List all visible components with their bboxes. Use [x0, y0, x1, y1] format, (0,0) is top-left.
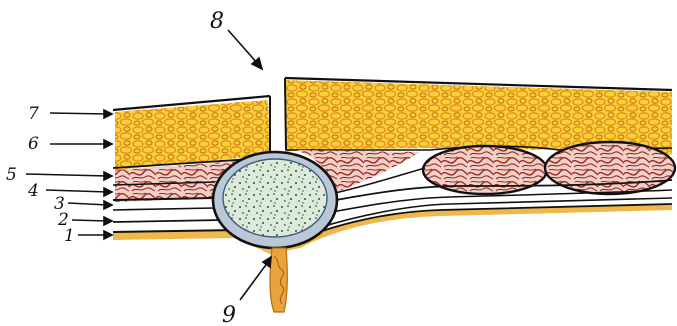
label-6: 6: [28, 134, 39, 154]
cyst-content: [223, 159, 327, 237]
arrowhead-7: [104, 110, 112, 118]
label-5: 5: [6, 165, 17, 185]
arrow-4: [46, 190, 108, 192]
arrowhead-3: [104, 201, 112, 209]
layer-2-line: [113, 220, 222, 222]
label-7: 7: [28, 104, 39, 124]
arrowhead-5: [104, 172, 112, 180]
arrowhead-9: [263, 257, 271, 267]
cyst-pedicle: [270, 248, 287, 312]
arrow-3: [68, 203, 108, 205]
label-8: 8: [210, 9, 224, 34]
arrow-9: [240, 262, 268, 300]
arrowhead-4: [104, 188, 112, 196]
layer-3-line: [113, 208, 214, 210]
arrowhead-6: [104, 140, 112, 148]
arrow-5: [26, 174, 108, 176]
arrow-8: [228, 30, 258, 64]
arrow-7: [50, 113, 108, 114]
label-4: 4: [27, 181, 39, 201]
arrowhead-1: [104, 231, 112, 239]
layer-1-orange-band: [113, 204, 672, 254]
label-9: 9: [222, 303, 236, 326]
label-1: 1: [64, 226, 75, 246]
arrow-2: [72, 220, 108, 221]
incision-edge-right: [285, 78, 286, 150]
muscle-belly-2: [545, 142, 675, 194]
arrowhead-2: [104, 217, 112, 225]
